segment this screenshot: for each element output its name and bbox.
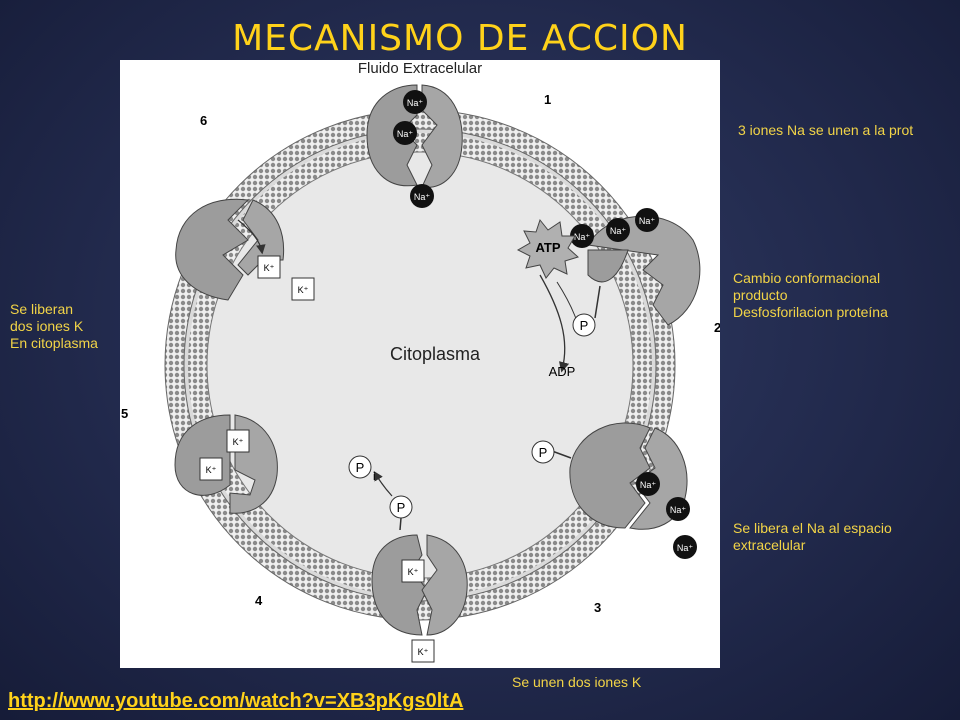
phosphate-icon <box>572 313 596 337</box>
extracellular-label: Fluido Extracelular <box>358 60 482 77</box>
phosphate-icon <box>531 440 555 464</box>
potassium-ion <box>411 639 435 663</box>
svg-text:Na⁺: Na⁺ <box>407 98 424 108</box>
atp-icon <box>516 218 579 279</box>
sodium-ion <box>403 90 427 114</box>
sodium-ion <box>636 472 660 496</box>
note-step-1: 3 iones Na se unen a la prot <box>738 122 914 138</box>
svg-text:Na⁺: Na⁺ <box>677 543 694 553</box>
svg-text:Na⁺: Na⁺ <box>640 480 657 490</box>
svg-text:K⁺: K⁺ <box>418 647 429 657</box>
potassium-ion <box>199 457 223 481</box>
potassium-ion <box>401 559 425 583</box>
svg-text:K⁺: K⁺ <box>233 437 244 447</box>
step-number-2: 2 <box>714 320 720 335</box>
svg-text:K⁺: K⁺ <box>298 285 309 295</box>
pump-step-2 <box>587 215 701 326</box>
svg-text:K⁺: K⁺ <box>408 567 419 577</box>
note-step-4: Se unen dos iones K <box>512 674 642 690</box>
svg-text:Na⁺: Na⁺ <box>639 216 656 226</box>
sodium-ion <box>635 208 659 232</box>
sodium-ion <box>393 121 417 145</box>
svg-text:i: i <box>373 471 375 483</box>
phosphate-icon <box>348 455 372 479</box>
sodium-ion <box>666 497 690 521</box>
sodium-ion <box>673 535 697 559</box>
page-title: MECANISMO DE ACCION <box>232 18 688 59</box>
pump-step-1 <box>366 84 463 188</box>
svg-text:K⁺: K⁺ <box>264 263 275 273</box>
potassium-ion <box>257 255 281 279</box>
svg-text:Na⁺: Na⁺ <box>414 192 431 202</box>
step-number-4: 4 <box>255 593 263 608</box>
step-number-1: 1 <box>544 92 551 107</box>
adp-label: ADP <box>549 364 576 379</box>
potassium-ion <box>226 429 250 453</box>
step-number-3: 3 <box>594 600 601 615</box>
youtube-link[interactable]: http://www.youtube.com/watch?v=XB3pKgs0l… <box>8 690 464 712</box>
svg-text:Na⁺: Na⁺ <box>610 226 627 236</box>
svg-text:P: P <box>397 500 406 515</box>
sodium-ion <box>410 184 434 208</box>
svg-text:ATP: ATP <box>535 240 560 255</box>
svg-text:Na⁺: Na⁺ <box>574 232 591 242</box>
note-step-2: Cambio conformacional producto Desfosfor… <box>733 270 888 320</box>
svg-text:P: P <box>356 460 365 475</box>
potassium-ion <box>291 277 315 301</box>
svg-text:Na⁺: Na⁺ <box>397 129 414 139</box>
sodium-potassium-pump-diagram: Fluido Extracelular Citoplasma 1 2 3 4 5… <box>120 60 721 668</box>
sodium-ion <box>606 218 630 242</box>
cytoplasm-label: Citoplasma <box>390 344 481 364</box>
step-number-5: 5 <box>121 406 128 421</box>
note-step-5: Se liberan dos iones K En citoplasma <box>10 301 98 351</box>
svg-text:P: P <box>580 318 589 333</box>
svg-text:K⁺: K⁺ <box>206 465 217 475</box>
sodium-ion <box>570 224 594 248</box>
step-number-6: 6 <box>200 113 207 128</box>
note-step-3: Se libera el Na al espacio extracelular <box>733 520 892 553</box>
phosphate-icon <box>389 495 413 519</box>
svg-text:P: P <box>539 445 548 460</box>
svg-text:Na⁺: Na⁺ <box>670 505 687 515</box>
